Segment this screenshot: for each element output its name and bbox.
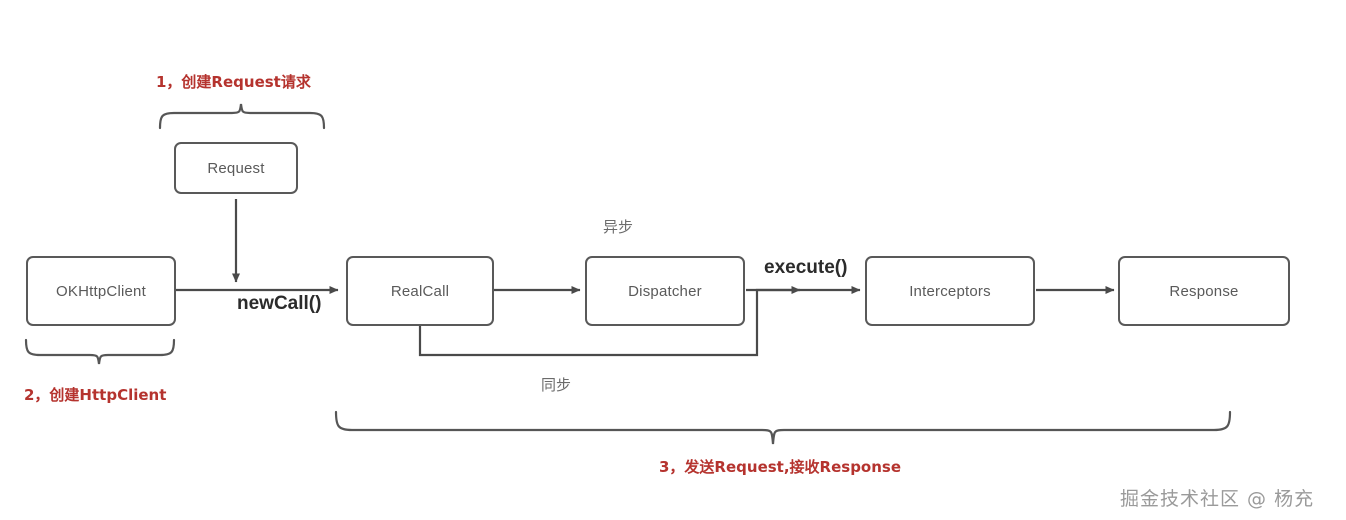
branch-label-sync: 同步 (541, 376, 572, 394)
node-response[interactable]: Response (1118, 256, 1290, 326)
node-interceptors[interactable]: Interceptors (865, 256, 1035, 326)
annotation-step-1: 1，创建Request请求 (156, 73, 311, 91)
edge-realcall-sync-loop (418, 286, 801, 357)
watermark: 掘金技术社区 @ 杨充 (1120, 488, 1315, 510)
edge-label-newcall: newCall() (237, 293, 322, 314)
branch-label-async: 异步 (603, 218, 634, 236)
edge-label-execute: execute() (764, 257, 848, 278)
node-realcall[interactable]: RealCall (346, 256, 494, 326)
brace-step-1 (158, 103, 326, 130)
node-dispatcher[interactable]: Dispatcher (585, 256, 745, 326)
brace-step-2 (24, 338, 176, 365)
node-realcall-label: RealCall (390, 282, 450, 300)
brace-step-3 (334, 410, 1232, 445)
node-okhttpclient[interactable]: OKHttpClient (26, 256, 176, 326)
annotation-step-3: 3，发送Request,接收Response (659, 458, 902, 476)
node-dispatcher-label: Dispatcher (628, 282, 702, 300)
node-response-label: Response (1169, 282, 1239, 300)
annotation-step-2: 2，创建HttpClient (24, 386, 167, 404)
node-request[interactable]: Request (174, 142, 298, 194)
node-interceptors-label: Interceptors (909, 282, 991, 300)
node-okhttpclient-label: OKHttpClient (56, 282, 146, 300)
node-request-label: Request (207, 159, 265, 177)
